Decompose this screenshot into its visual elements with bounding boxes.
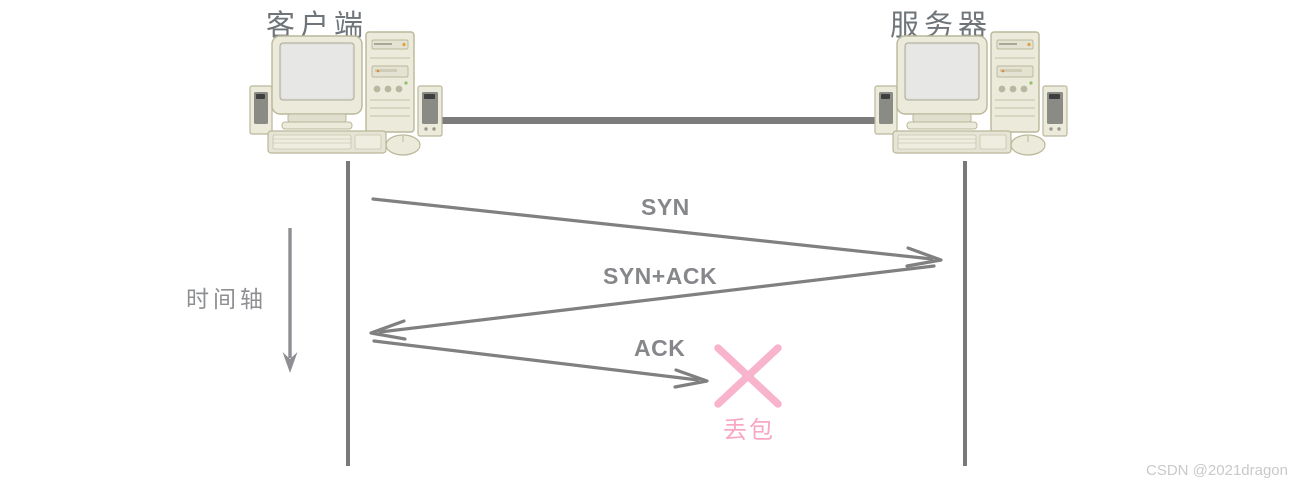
time-axis-label: 时间轴 <box>186 287 267 312</box>
client-lifeline <box>346 161 350 466</box>
watermark: CSDN @2021dragon <box>1146 462 1288 479</box>
message-label-ack: ACK <box>634 335 686 361</box>
arrow-ack <box>372 339 709 389</box>
server-lifeline <box>963 161 967 466</box>
packet-loss-label: 丢包 <box>723 418 775 444</box>
x-cross-icon <box>712 344 784 410</box>
time-axis-arrow-icon <box>278 228 302 374</box>
client-computer-icon <box>248 28 448 168</box>
arrow-syn <box>371 197 943 268</box>
arrow-syn-ack <box>369 264 936 341</box>
server-computer-icon <box>873 28 1073 168</box>
network-cable-icon <box>432 117 887 124</box>
message-label-syn-ack: SYN+ACK <box>603 263 718 289</box>
message-label-syn: SYN <box>641 194 690 220</box>
